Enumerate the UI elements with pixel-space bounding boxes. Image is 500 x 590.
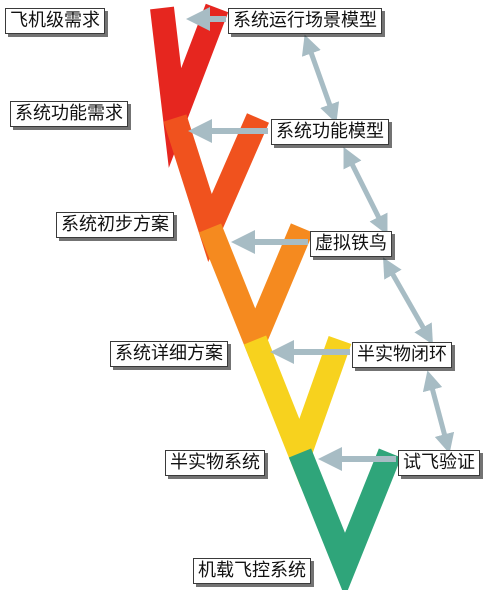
v-stage-requirements xyxy=(150,3,229,168)
label-aircraft-requirements: 飞机级需求 xyxy=(5,8,105,34)
label-system-operational-scenario-model: 系统运行场景模型 xyxy=(228,8,382,34)
link-iron-bird-closed-loop xyxy=(383,257,433,345)
link-closed-loop-flight-test xyxy=(422,370,455,454)
label-system-preliminary-design: 系统初步方案 xyxy=(56,212,174,238)
v-stage-integration xyxy=(288,448,402,590)
v-stage-function xyxy=(163,113,269,263)
link-scenario-function xyxy=(301,34,340,124)
label-hardware-in-loop-system: 半实物系统 xyxy=(165,450,265,476)
label-system-function-requirements: 系统功能需求 xyxy=(10,101,128,127)
label-virtual-iron-bird: 虚拟铁鸟 xyxy=(310,231,392,257)
label-onboard-flight-control-system: 机载飞控系统 xyxy=(193,558,311,584)
link-function-iron-bird xyxy=(343,147,388,235)
label-flight-test-verification: 试飞验证 xyxy=(398,450,480,476)
label-system-detailed-design: 系统详细方案 xyxy=(110,341,228,367)
label-hardware-in-loop-closed-loop: 半实物闭环 xyxy=(352,342,452,368)
v-stage-detailed xyxy=(243,335,352,488)
label-system-function-model: 系统功能模型 xyxy=(271,119,389,145)
